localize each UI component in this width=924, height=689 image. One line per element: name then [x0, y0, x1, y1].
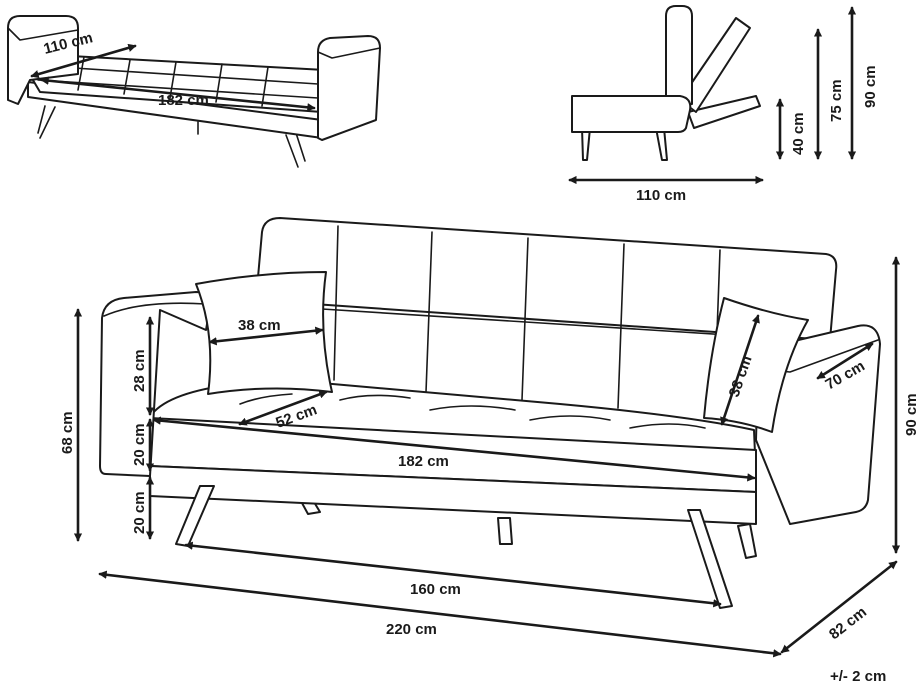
- side-back-upright: [665, 5, 693, 105]
- armrest-height-label: 68 cm: [59, 411, 76, 454]
- sofa-side-drawing: [571, 5, 761, 161]
- bed-leg: [295, 132, 306, 162]
- cushion-width-arrow: [208, 326, 324, 346]
- left-armrest-edge: [103, 302, 207, 317]
- cushion-height-arrow: [720, 314, 760, 426]
- armrest-width-arrow: [816, 342, 874, 380]
- total-height-label: 90 cm: [862, 65, 879, 108]
- tolerance-note: +/- 2 cm: [830, 668, 886, 685]
- seat-thickness-label: 20 cm: [131, 423, 148, 466]
- reclined-height-label: 75 cm: [828, 79, 845, 122]
- height-label: 90 cm: [903, 393, 920, 436]
- total-width-arrow: [98, 570, 782, 658]
- front-leg: [497, 517, 513, 545]
- front-leg-right: [687, 509, 733, 609]
- bed-right-armrest-edge: [317, 47, 381, 59]
- bed-depth-arrow: [30, 43, 137, 79]
- backrest-height-label: 28 cm: [131, 349, 148, 392]
- backrest-tufting-horizontal: [321, 308, 777, 339]
- total-width-label: 220 cm: [386, 621, 437, 638]
- seat-height-label: 40 cm: [790, 112, 807, 155]
- depth-arrow: [780, 560, 898, 654]
- depth-label: 82 cm: [826, 604, 870, 644]
- leg-height-label: 20 cm: [131, 491, 148, 534]
- backrest: [255, 217, 838, 341]
- backrest-tufting-vertical: [333, 225, 721, 417]
- leg-span-label: 160 cm: [410, 581, 461, 598]
- bed-width-arrow: [40, 76, 316, 112]
- bed-left-armrest-edge: [7, 27, 79, 41]
- bed-leg: [285, 134, 299, 168]
- bed-right-armrest: [317, 35, 381, 141]
- seat-width-label: 182 cm: [398, 453, 449, 470]
- side-back-flat: [687, 95, 761, 129]
- side-seat: [571, 95, 692, 133]
- bed-width-label: 182 cm: [158, 92, 209, 109]
- bed-leg: [39, 106, 56, 139]
- cushion-width-label: 38 cm: [238, 317, 281, 334]
- side-depth-label: 110 cm: [636, 187, 686, 204]
- seat-width-arrow: [152, 416, 756, 482]
- side-dimensions: 40 cm 75 cm 90 cm 110 cm: [568, 6, 879, 204]
- front-leg: [737, 523, 757, 559]
